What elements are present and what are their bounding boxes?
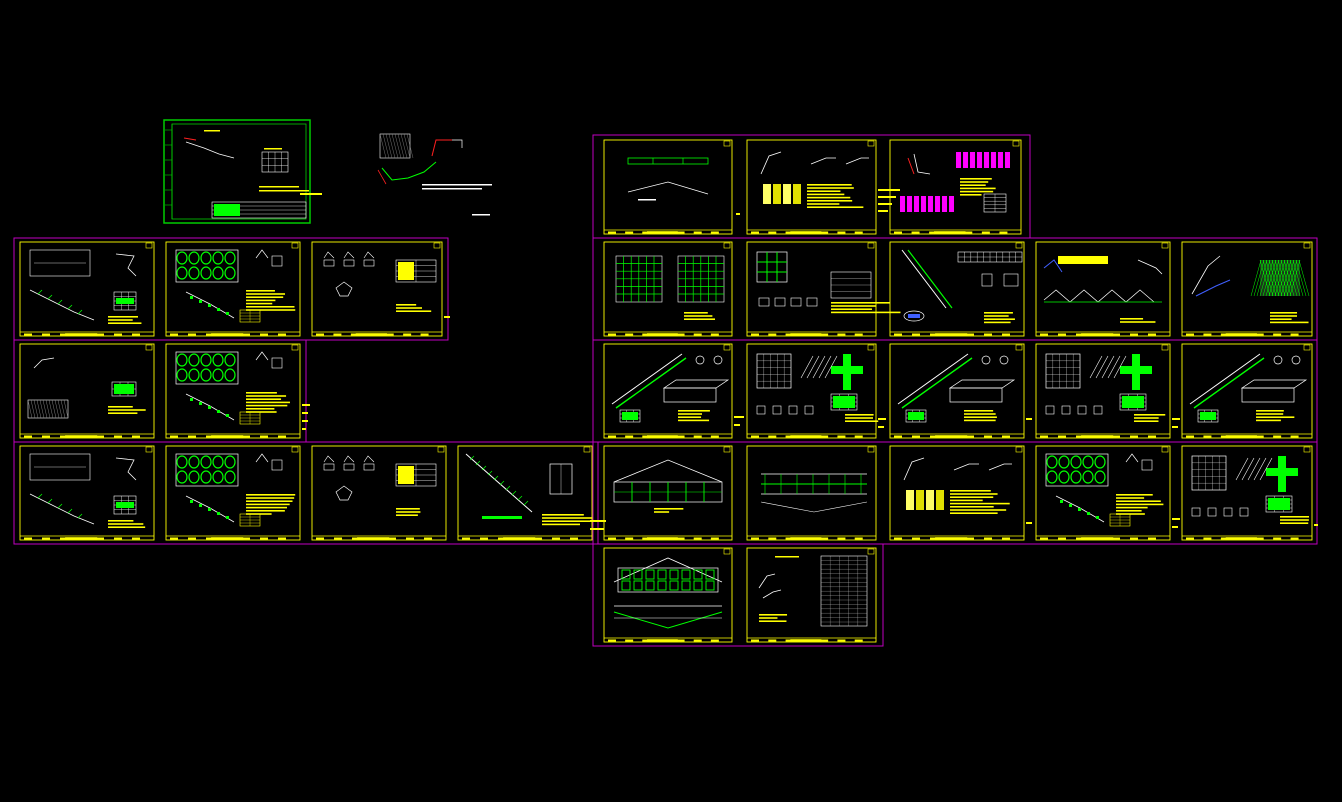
callout-tag-16 xyxy=(1172,418,1180,420)
callout-tag-6 xyxy=(444,316,450,318)
callout-tag-23 xyxy=(1314,524,1318,526)
detail-circle xyxy=(695,355,705,365)
drawing-sheet-r2c10[interactable] xyxy=(1181,241,1313,337)
callout-tag-11 xyxy=(734,416,744,418)
drawing-sheet-r3c8[interactable] xyxy=(889,343,1025,439)
layout-frames xyxy=(13,134,1318,647)
drawing-sheet-r1c8[interactable] xyxy=(889,139,1022,235)
drawing-sheet-index-sheet[interactable] xyxy=(163,119,311,224)
drawing-sheet-r4c5[interactable] xyxy=(603,445,733,541)
callout-tag-0 xyxy=(300,193,322,195)
detail-circle xyxy=(1291,355,1301,365)
detail-circle xyxy=(1273,355,1283,365)
callout-tag-18 xyxy=(590,520,606,522)
drawing-sheet-r4c4[interactable] xyxy=(457,445,595,541)
layout-frame-2 xyxy=(13,441,599,545)
callout-tag-7 xyxy=(302,404,310,406)
callout-tag-14 xyxy=(878,426,884,428)
callout-tag-3 xyxy=(878,196,896,198)
drawing-sheet-r2c1[interactable] xyxy=(19,241,155,337)
callout-tag-1 xyxy=(736,213,740,215)
drawing-sheet-r4c9[interactable] xyxy=(1181,445,1313,541)
drawing-sheet-r3c1[interactable] xyxy=(19,343,155,439)
callout-tag-9 xyxy=(302,420,308,422)
callout-tag-22 xyxy=(1172,526,1178,528)
drawing-sheet-detail-sketch[interactable] xyxy=(377,133,492,216)
drawing-sheet-r2c7[interactable] xyxy=(746,241,901,337)
drawing-sheet-r2c3[interactable] xyxy=(311,241,443,337)
callout-tag-19 xyxy=(590,528,604,530)
drawing-sheet-r3c2[interactable] xyxy=(165,343,301,439)
drawing-sheet-r3c6[interactable] xyxy=(603,343,733,439)
drawing-sheet-r2c2[interactable] xyxy=(165,241,301,337)
drawing-sheet-r4c7[interactable] xyxy=(889,445,1025,541)
drawing-sheet-r2c8[interactable] xyxy=(889,241,1025,337)
pentagon-detail xyxy=(335,485,353,501)
callout-tag-5 xyxy=(878,210,888,212)
drawing-sheet-r4c6[interactable] xyxy=(746,445,877,541)
detail-circle xyxy=(999,355,1009,365)
drawing-sheet-r4c3[interactable] xyxy=(311,445,447,541)
drawing-sheet-r1c7[interactable] xyxy=(746,139,877,235)
callout-tag-4 xyxy=(878,203,892,205)
detail-circle xyxy=(713,355,723,365)
drawing-sheet-r2c6[interactable] xyxy=(603,241,733,337)
drawing-sheet-r1c6[interactable] xyxy=(603,139,733,235)
drawing-sheet-r4c8[interactable] xyxy=(1035,445,1171,541)
detail-circle xyxy=(981,355,991,365)
drawing-sheet-r4c2[interactable] xyxy=(165,445,301,541)
drawing-sheet-r2c9[interactable] xyxy=(1035,241,1171,337)
callout-tag-10 xyxy=(302,428,306,430)
layout-frame-7 xyxy=(592,543,884,647)
callout-tag-8 xyxy=(302,412,308,414)
callout-tag-21 xyxy=(1172,518,1180,520)
callout-tag-15 xyxy=(1026,418,1032,420)
callout-tag-13 xyxy=(878,418,886,420)
callout-tag-17 xyxy=(1172,426,1178,428)
drawing-sheet-r3c9[interactable] xyxy=(1035,343,1171,439)
drawing-sheet-r3c10[interactable] xyxy=(1181,343,1313,439)
drawing-sheet-r4c1[interactable] xyxy=(19,445,155,541)
pentagon-detail xyxy=(335,281,353,297)
drawing-sheet-r5c1[interactable] xyxy=(603,547,733,643)
layout-frame-6 xyxy=(592,441,1318,545)
callout-tag-12 xyxy=(734,424,740,426)
callout-tag-20 xyxy=(1026,522,1032,524)
callout-tag-2 xyxy=(878,189,900,191)
drawing-sheets xyxy=(19,119,1318,643)
drawing-sheet-r5c2[interactable] xyxy=(746,547,877,643)
drawing-sheet-r3c7[interactable] xyxy=(746,343,879,439)
